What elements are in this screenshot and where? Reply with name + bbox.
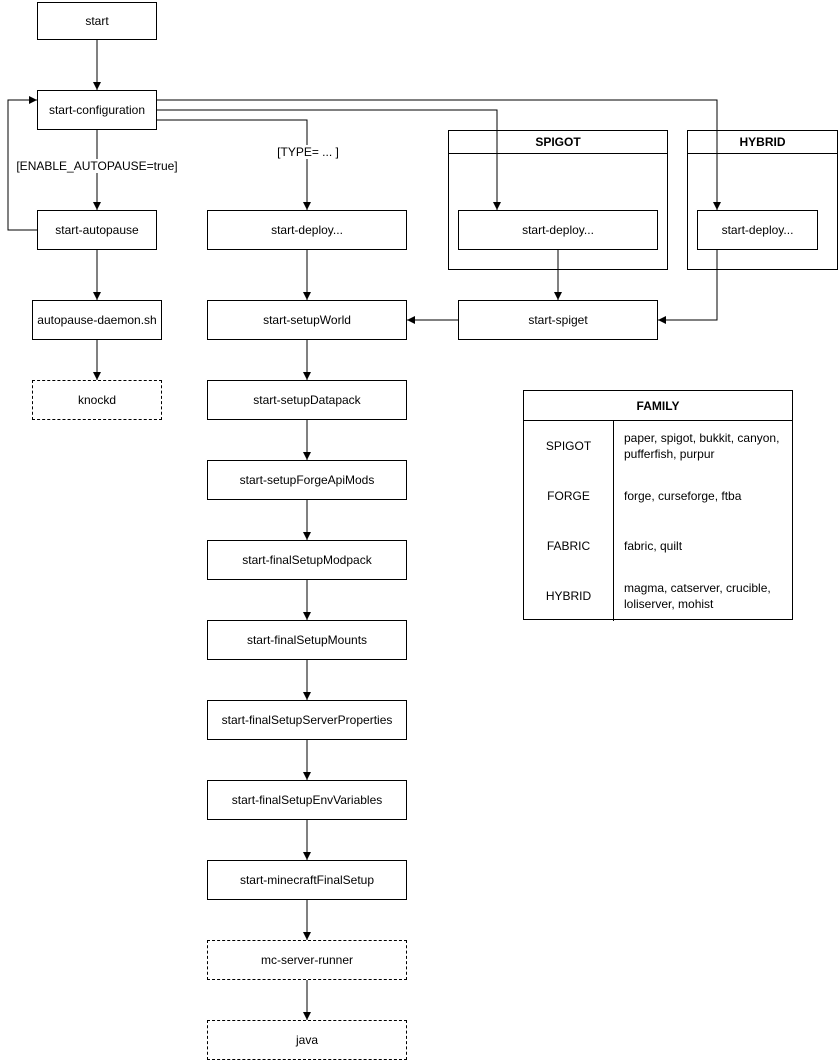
family-row-fabric: FABRIC fabric, quilt [524, 521, 792, 571]
node-start-final-setup-env-variables: start-finalSetupEnvVariables [207, 780, 407, 820]
edge-label-enable-autopause: [ENABLE_AUTOPAUSE=true] [13, 159, 181, 173]
node-start-setup-world: start-setupWorld [207, 300, 407, 340]
family-table: FAMILY SPIGOT paper, spigot, bukkit, can… [523, 390, 793, 621]
family-row-hybrid: HYBRID magma, catserver, crucible, lolis… [524, 571, 792, 621]
family-members: fabric, quilt [624, 539, 683, 553]
node-hybrid-start-deploy: start-deploy... [697, 210, 818, 250]
family-members: paper, spigot, bukkit, canyon, pufferfis… [624, 431, 780, 461]
node-start-configuration: start-configuration [37, 90, 157, 130]
family-members: forge, curseforge, ftba [624, 489, 742, 503]
node-spigot-start-deploy: start-deploy... [458, 210, 658, 250]
group-spigot-title: SPIGOT [449, 131, 667, 154]
family-members: magma, catserver, crucible, loliserver, … [624, 581, 771, 611]
node-start-minecraft-final-setup: start-minecraftFinalSetup [207, 860, 407, 900]
family-name: SPIGOT [524, 421, 614, 471]
node-knockd: knockd [32, 380, 162, 420]
node-java: java [207, 1020, 407, 1060]
node-start-deploy: start-deploy... [207, 210, 407, 250]
edge-configuration-to-deploy-main [157, 119, 311, 210]
edge-hybrid-deploy-to-spiget [658, 250, 718, 324]
node-mc-server-runner: mc-server-runner [207, 940, 407, 980]
family-name: FABRIC [524, 521, 614, 571]
edge-configuration-to-spigot-deploy [157, 109, 501, 210]
edge-configuration-to-hybrid-deploy [157, 99, 721, 210]
family-name: HYBRID [524, 571, 614, 621]
edge-autopause-loop-to-configuration [7, 96, 37, 231]
node-start: start [37, 2, 157, 40]
node-start-setup-forge-api-mods: start-setupForgeApiMods [207, 460, 407, 500]
node-autopause-daemon: autopause-daemon.sh [32, 300, 162, 340]
node-start-final-setup-server-properties: start-finalSetupServerProperties [207, 700, 407, 740]
node-start-spiget: start-spiget [458, 300, 658, 340]
family-row-spigot: SPIGOT paper, spigot, bukkit, canyon, pu… [524, 421, 792, 471]
family-row-forge: FORGE forge, curseforge, ftba [524, 471, 792, 521]
node-start-final-setup-modpack: start-finalSetupModpack [207, 540, 407, 580]
group-hybrid-title: HYBRID [688, 131, 837, 154]
family-name: FORGE [524, 471, 614, 521]
node-start-autopause: start-autopause [37, 210, 157, 250]
family-table-title: FAMILY [524, 391, 792, 421]
edge-label-type: [TYPE= ... ] [274, 145, 342, 159]
node-start-setup-datapack: start-setupDatapack [207, 380, 407, 420]
node-start-final-setup-mounts: start-finalSetupMounts [207, 620, 407, 660]
